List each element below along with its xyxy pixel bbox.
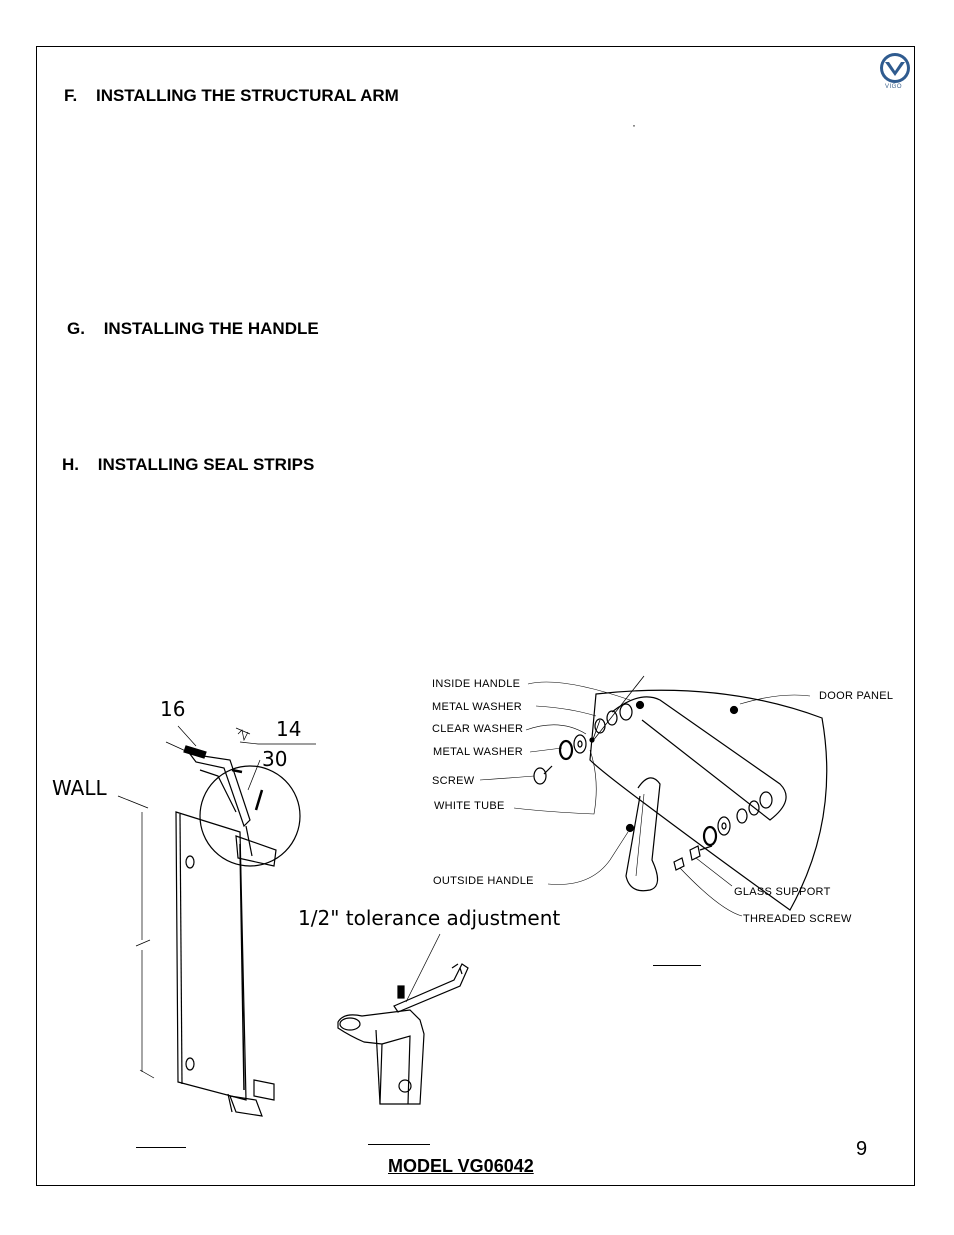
label-glass-support: GLASS SUPPORT [734,886,831,898]
label-threaded-screw: THREADED SCREW [743,913,852,925]
label-inside-handle: INSIDE HANDLE [432,678,521,690]
handle-exploded-drawing [479,675,828,917]
section-h-letter: H. [62,455,79,474]
label-metal-washer-2: METAL WASHER [433,746,523,758]
arm-panel-drawing [117,725,316,1117]
figure-caption-line [368,1144,430,1145]
tolerance-detail-drawing [337,933,469,1105]
label-door-panel: DOOR PANEL [819,690,894,702]
wall-label: WALL [52,776,107,800]
section-f-title: INSTALLING THE STRUCTURAL ARM [95,86,399,105]
tolerance-label: 1/2" tolerance adjustment [298,906,561,930]
logo-text: VIGO [885,84,903,90]
label-clear-washer: CLEAR WASHER [432,723,524,735]
callout-30: 30 [262,747,288,771]
model-number: MODEL VG06042 [388,1156,534,1176]
label-screw: SCREW [432,775,475,787]
page-frame [36,46,915,1186]
section-f-letter: F. [64,86,78,105]
section-g-letter: G. [67,319,85,338]
figure-caption-line [136,1147,186,1148]
label-metal-washer-1: METAL WASHER [432,701,522,713]
page-number: 9 [856,1138,868,1160]
vigo-logo [880,53,910,83]
section-g-heading: G. INSTALLING THE HANDLE [67,319,319,339]
callout-14: 14 [276,717,302,741]
label-white-tube: WHITE TUBE [434,800,505,812]
label-outside-handle: OUTSIDE HANDLE [433,875,534,887]
section-h-heading: H. INSTALLING SEAL STRIPS [62,455,314,475]
callout-16: 16 [160,697,186,721]
section-h-title: INSTALLING SEAL STRIPS [97,455,315,474]
section-f-heading: F. INSTALLING THE STRUCTURAL ARM [64,86,399,106]
stray-dot: · [632,118,636,132]
figure-caption-line [653,965,701,966]
section-g-title: INSTALLING THE HANDLE [103,319,319,338]
